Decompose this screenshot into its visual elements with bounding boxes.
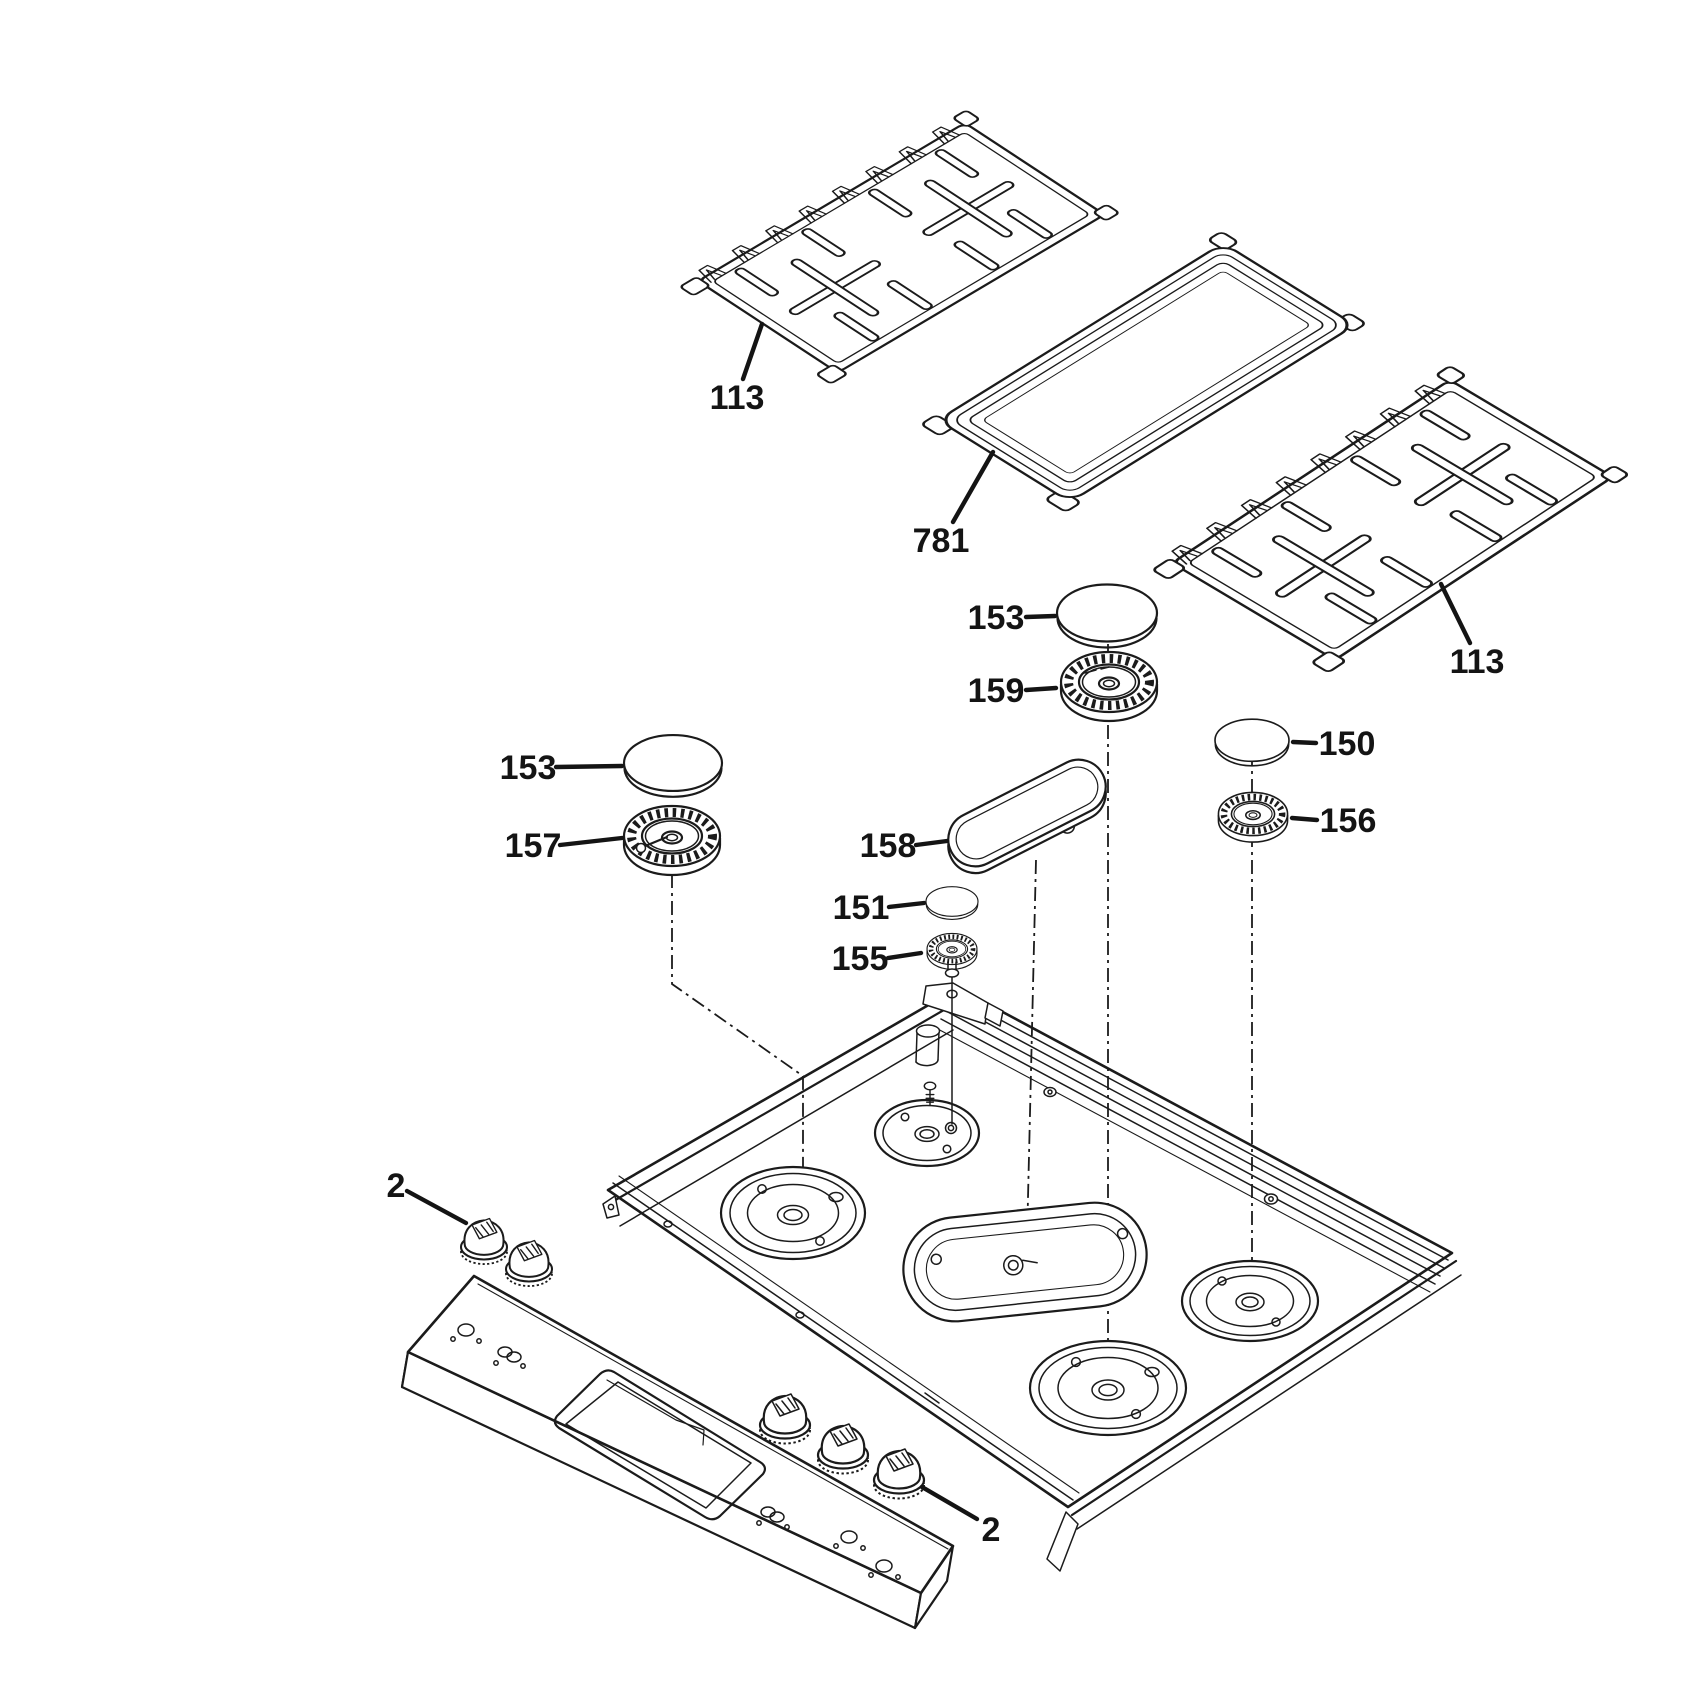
callout-159: 159 [968,672,1025,710]
control-panel [400,1274,955,1630]
callout-2-lower: 2 [982,1511,1001,1549]
callouts: 113 781 113 153 159 150 156 153 157 158 … [387,321,1505,1549]
venturi-cup [915,1024,941,1067]
burner-cap-158-oval [947,758,1107,875]
control-knob [872,1447,926,1500]
burner-bases [719,1098,1320,1437]
leader-157 [557,835,625,848]
leader-2-lower [919,1484,980,1522]
centerline-oval-burner [1026,859,1037,1241]
callout-156: 156 [1320,802,1377,840]
leader-2-upper [404,1188,469,1226]
rail-screw [1263,1193,1279,1205]
centerline-left-burner [671,874,804,1208]
callout-2-upper: 2 [387,1167,406,1205]
burner-base-oval-center [902,1201,1148,1323]
burner-cap-151 [925,886,979,920]
burner-icon [756,1506,790,1530]
leader-150 [1290,739,1319,746]
control-knob [816,1422,870,1475]
burner-icon [493,1346,526,1369]
griddle-781 [922,232,1365,512]
display-window [553,1369,767,1521]
control-knob [758,1392,812,1445]
burner-base-left-rear [873,1098,981,1168]
burner-head-155 [927,933,977,969]
control-knob [459,1217,509,1266]
callout-113-left: 113 [710,379,765,417]
leader-153-center [1023,613,1058,620]
burner-head-157 [624,806,720,875]
burner-grate-right [1144,364,1633,676]
leader-151 [886,900,927,910]
leader-153-left [553,763,625,770]
leader-781 [950,449,996,525]
flange-tail [1046,1511,1079,1572]
callout-150: 150 [1319,725,1376,763]
burner-icon [450,1323,482,1344]
burner-base-front-center [1028,1339,1188,1437]
burner-icon [833,1530,866,1551]
leader-156 [1289,815,1320,823]
burner-head-156 [1218,792,1287,842]
burner-head-159 [1061,652,1157,721]
burner-cap-153-left [622,734,724,798]
callout-157: 157 [505,827,562,865]
burner-base-left-front [719,1165,867,1261]
burner-grate-left [672,108,1123,387]
leader-159 [1023,685,1059,693]
callout-153-left: 153 [500,749,557,787]
leader-155 [885,950,924,961]
burner-cap-153-center [1055,583,1159,649]
burner-parts [622,583,1290,978]
burner-base-right [1180,1259,1320,1343]
leader-113-left [740,321,765,382]
rail-screw [1043,1086,1057,1098]
control-knob [504,1239,554,1288]
callout-151: 151 [833,889,890,927]
callout-153-center: 153 [968,599,1025,637]
leader-158 [913,838,950,848]
rear-bracket [922,982,1004,1027]
leader-113-right [1438,581,1473,646]
burner-cap-150 [1214,718,1290,767]
callout-781: 781 [913,522,970,560]
burner-icon [868,1559,901,1580]
callout-155: 155 [832,940,889,978]
callout-113-right: 113 [1450,643,1505,681]
callout-158: 158 [860,827,917,865]
